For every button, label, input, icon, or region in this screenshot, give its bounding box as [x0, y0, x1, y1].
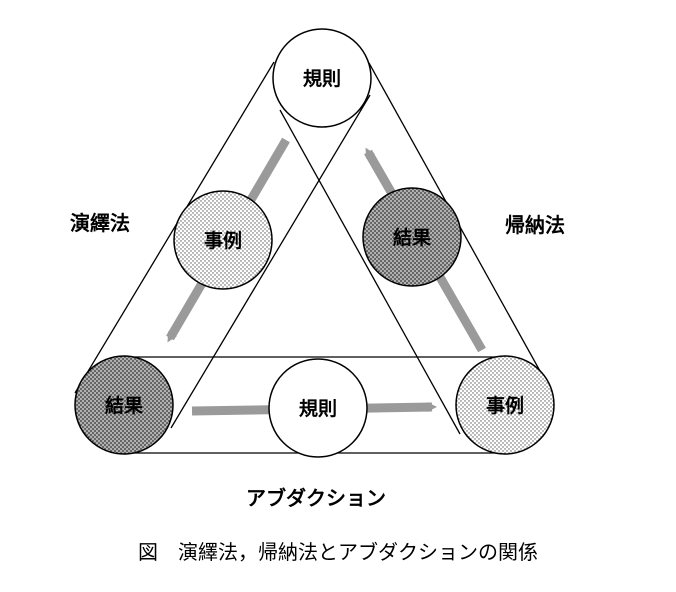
left-arm-outer-line: [74, 61, 275, 394]
right-result-label: 結果: [393, 226, 431, 249]
left-arm-inner-line: [170, 94, 371, 429]
right-result-node: 結果: [362, 187, 462, 287]
deduction-label: 演繹法: [70, 211, 130, 235]
left-case-node: 事例: [173, 190, 273, 290]
induction-label: 帰納法: [505, 213, 565, 237]
top-rule-label: 規則: [303, 68, 341, 90]
bottom-left-result-label: 結果: [105, 394, 143, 417]
figure-caption: 図 演繹法，帰納法とアブダクションの関係: [138, 540, 538, 564]
bottom-center-rule-label: 規則: [299, 398, 337, 420]
bottom-left-result-node: 結果: [74, 355, 174, 455]
bottom-center-rule-node: 規則: [268, 358, 368, 458]
top-rule-node: 規則: [272, 28, 372, 128]
right-arm-inner-line: [279, 109, 461, 435]
bottom-right-case-label: 事例: [486, 394, 524, 417]
abduction-label: アブダクション: [246, 486, 386, 510]
left-case-label: 事例: [204, 229, 242, 252]
bottom-right-case-node: 事例: [455, 355, 555, 455]
